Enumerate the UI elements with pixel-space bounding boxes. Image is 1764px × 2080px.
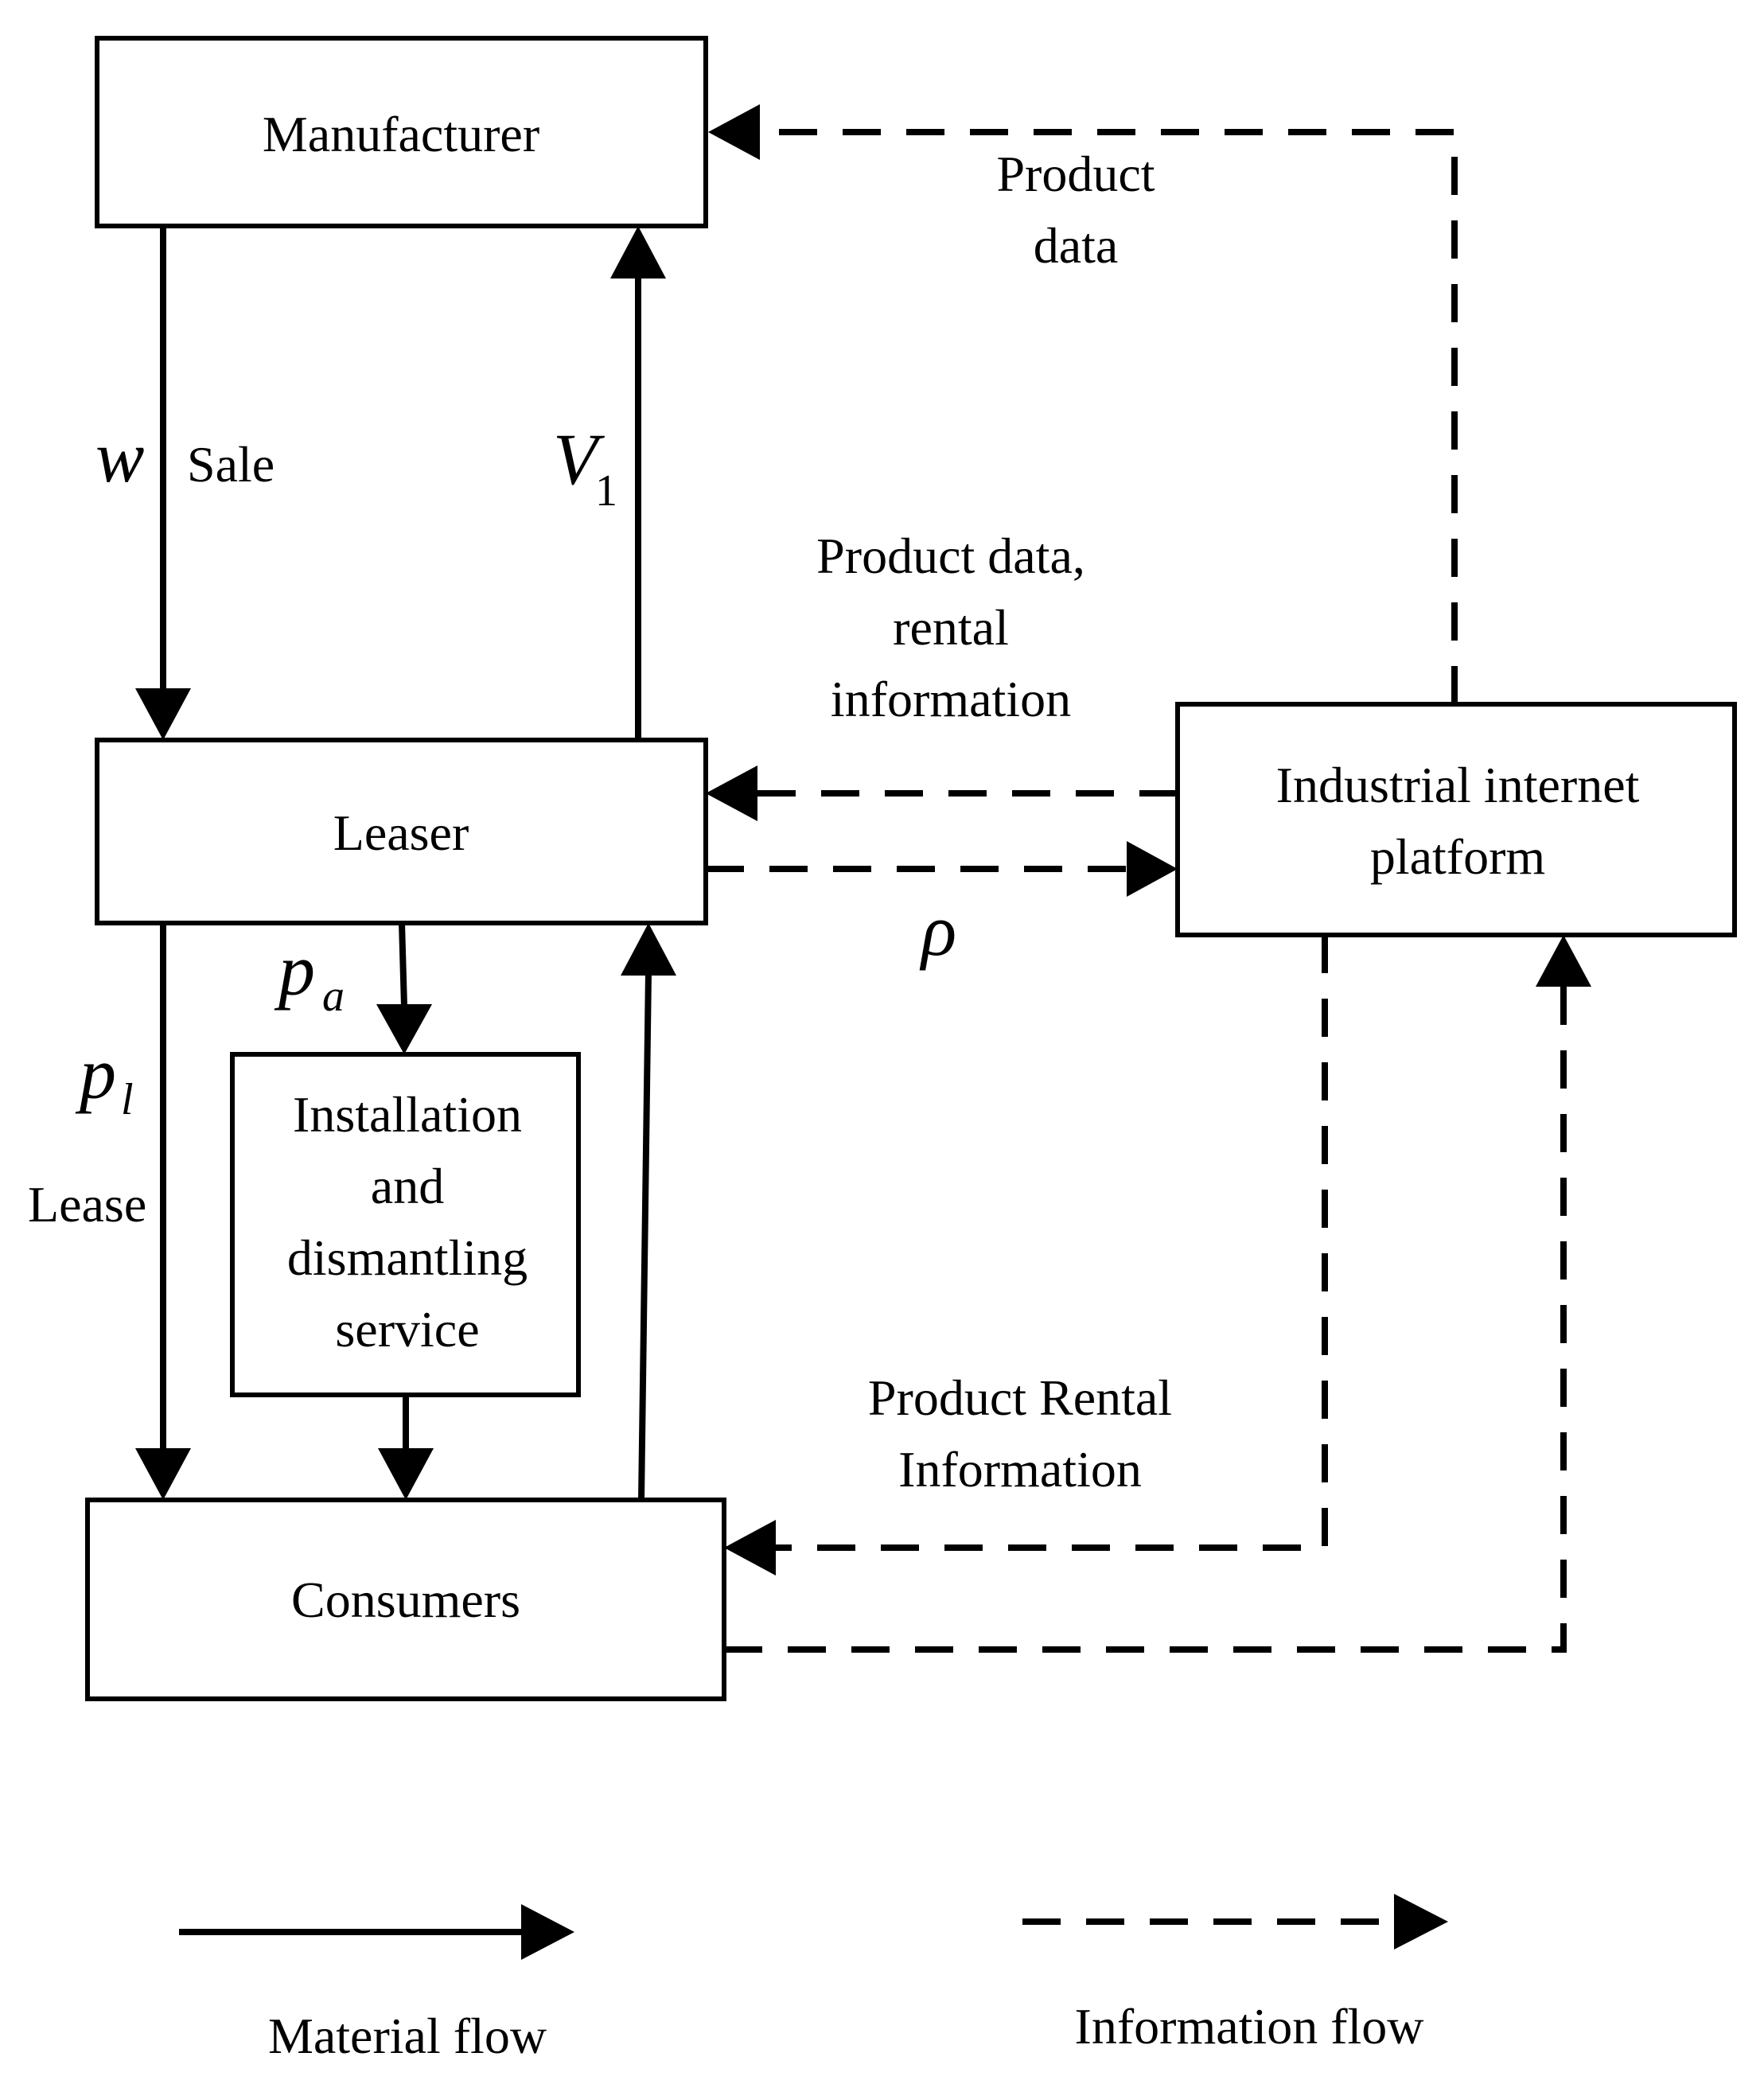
svg-text:p: p: [75, 1033, 116, 1114]
arrow-platform-to-manufacturer: [708, 104, 1458, 704]
service-label-line2: and: [371, 1158, 444, 1214]
service-node: Installation and dismantling service: [230, 1052, 581, 1397]
platform-label-line2: platform: [1370, 828, 1545, 885]
arrow-pa: [376, 922, 432, 1054]
product-data-rental-line1: Product data,: [816, 528, 1085, 584]
product-rental-info-line1: Product Rental: [868, 1369, 1172, 1426]
arrow-platform-to-leaser: [706, 765, 1178, 821]
var-w: w: [95, 416, 144, 497]
legend-information-label: Information flow: [1075, 1998, 1424, 2055]
var-v1: V 1: [553, 419, 617, 516]
product-data-label-line2: data: [1034, 217, 1119, 274]
platform-label-line1: Industrial internet: [1276, 757, 1640, 813]
arrow-service-to-consumers: [378, 1395, 434, 1500]
svg-text:l: l: [121, 1075, 134, 1124]
legend-material-label: Material flow: [268, 2008, 547, 2064]
leaser-label: Leaser: [333, 804, 469, 861]
var-pa: p a: [274, 929, 345, 1021]
var-rho: ρ: [919, 890, 956, 971]
legend-information: Information flow: [1022, 1894, 1448, 2055]
arrow-v1: [610, 226, 666, 740]
consumers-label: Consumers: [291, 1572, 520, 1628]
svg-text:V: V: [553, 419, 606, 500]
arrow-sale: [135, 226, 191, 740]
product-rental-info-line2: Information: [898, 1441, 1142, 1498]
product-data-rental-line2: rental: [893, 599, 1009, 656]
arrow-leaser-to-platform: [706, 841, 1178, 897]
manufacturer-node: Manufacturer: [95, 36, 708, 228]
var-pl: p l: [75, 1033, 134, 1124]
product-data-label-line1: Product: [996, 146, 1155, 202]
svg-text:a: a: [322, 972, 345, 1021]
platform-node: Industrial internet platform: [1175, 702, 1737, 937]
arrow-consumers-to-platform: [724, 935, 1591, 1653]
lease-label: Lease: [28, 1176, 146, 1233]
service-label-line3: dismantling: [287, 1229, 528, 1286]
svg-text:1: 1: [595, 466, 617, 516]
service-label-line1: Installation: [293, 1086, 522, 1143]
arrow-platform-to-consumers: [724, 935, 1328, 1576]
sale-label: Sale: [187, 436, 275, 493]
svg-text:p: p: [274, 929, 315, 1011]
product-data-rental-line3: information: [831, 671, 1071, 727]
service-label-line4: service: [335, 1301, 479, 1357]
legend-material: Material flow: [179, 1904, 574, 2064]
arrow-consumers-to-leaser: [621, 923, 676, 1501]
leaser-node: Leaser: [95, 738, 708, 925]
arrow-lease: [135, 923, 191, 1500]
consumers-node: Consumers: [85, 1498, 726, 1701]
manufacturer-label: Manufacturer: [263, 106, 539, 162]
